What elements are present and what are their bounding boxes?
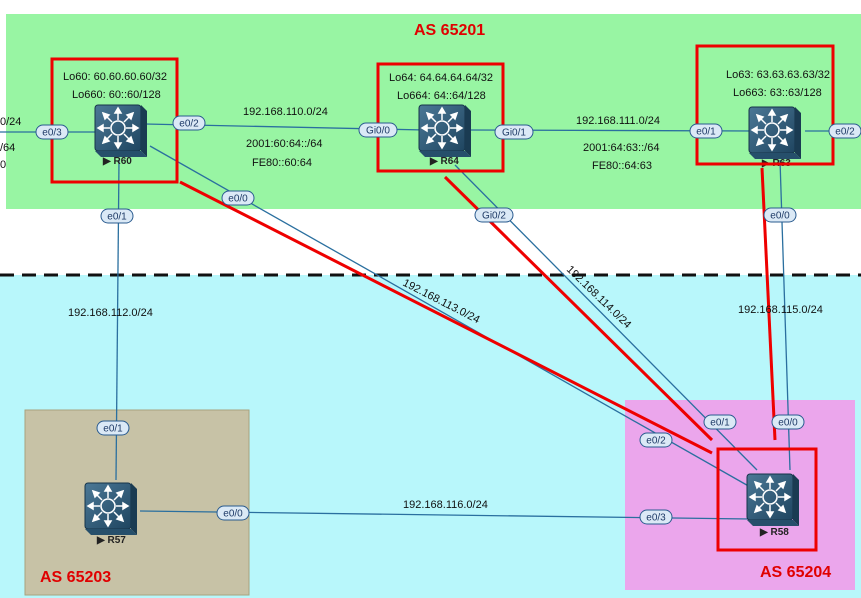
router-r57[interactable]: ▶ R57 bbox=[84, 482, 138, 546]
svg-text:e0/1: e0/1 bbox=[107, 212, 127, 223]
interface-label-r58-e03: e0/3 bbox=[639, 509, 673, 525]
subnet-192-168-111: 192.168.111.0/24 bbox=[576, 115, 660, 127]
interface-label-r63-e01: e0/1 bbox=[689, 123, 723, 139]
svg-text:e0/1: e0/1 bbox=[710, 418, 730, 429]
interface-label-r63-e00: e0/0 bbox=[763, 207, 797, 223]
router-r58-name: ▶ R58 bbox=[759, 527, 789, 538]
subnet-192-168-112: 192.168.112.0/24 bbox=[68, 307, 153, 319]
subnet-192-168-116: 192.168.116.0/24 bbox=[403, 499, 488, 511]
router-r58[interactable]: ▶ R58 bbox=[746, 473, 800, 538]
interface-label-r63-e02: e0/2 bbox=[828, 123, 861, 139]
svg-text:Gi0/0: Gi0/0 bbox=[366, 126, 390, 137]
svg-text:Gi0/1: Gi0/1 bbox=[502, 128, 526, 139]
svg-text:e0/2: e0/2 bbox=[835, 127, 855, 138]
router-r60[interactable]: ▶ R60 bbox=[94, 104, 148, 167]
r63-loopback-v4: Lo63: 63.63.63.63/32 bbox=[726, 69, 830, 81]
svg-text:e0/0: e0/0 bbox=[223, 509, 243, 520]
svg-text:e0/0: e0/0 bbox=[228, 194, 248, 205]
as65204-zone bbox=[625, 400, 855, 590]
svg-text:e0/2: e0/2 bbox=[179, 119, 199, 130]
interface-label-r64-gi01: Gi0/1 bbox=[494, 124, 534, 140]
interface-label-r60-e02: e0/2 bbox=[172, 115, 206, 131]
interface-label-r64-gi00: Gi0/0 bbox=[358, 122, 398, 138]
as65204-label: AS 65204 bbox=[760, 564, 831, 581]
subnet-192-168-110: 192.168.110.0/24 bbox=[243, 106, 328, 118]
as65203-label: AS 65203 bbox=[40, 569, 111, 586]
highlight-box-r63 bbox=[695, 44, 835, 166]
router-r64[interactable]: ▶ R64 bbox=[418, 104, 472, 167]
interface-label-r60-e03: e0/3 bbox=[35, 124, 69, 140]
subnet-ll-64-63: FE80::64:63 bbox=[592, 160, 652, 172]
interface-label-r58-e02: e0/2 bbox=[639, 432, 673, 448]
r64-loopback-v6: Lo664: 64::64/128 bbox=[397, 90, 486, 102]
subnet-left-a: 0/24 bbox=[0, 116, 21, 128]
interface-label-r64-gi02: Gi0/2 bbox=[474, 207, 514, 223]
interface-label-r60-e00: e0/0 bbox=[221, 190, 255, 206]
subnet-left-b: /64 bbox=[0, 142, 15, 154]
svg-text:e0/3: e0/3 bbox=[42, 128, 62, 139]
interface-label-r58-e00: e0/0 bbox=[771, 414, 805, 430]
svg-text:e0/1: e0/1 bbox=[696, 127, 716, 138]
interface-label-r60-e01: e0/1 bbox=[100, 208, 134, 224]
interface-label-r57-e01: e0/1 bbox=[96, 420, 130, 436]
router-r64-name: ▶ R64 bbox=[429, 156, 459, 167]
subnet-ll-60-64: FE80::60:64 bbox=[252, 157, 312, 169]
subnet-ipv6-60-64: 2001:60:64::/64 bbox=[246, 138, 322, 150]
r63-loopback-v6: Lo663: 63::63/128 bbox=[733, 87, 822, 99]
router-r57-name: ▶ R57 bbox=[96, 535, 126, 546]
highlight-box-r58 bbox=[716, 447, 818, 552]
svg-text:e0/0: e0/0 bbox=[770, 211, 790, 222]
router-r60-name: ▶ R60 bbox=[102, 156, 132, 167]
subnet-left-c: 0 bbox=[0, 159, 6, 171]
r60-loopback-v4: Lo60: 60.60.60.60/32 bbox=[63, 71, 167, 83]
svg-text:e0/3: e0/3 bbox=[646, 513, 666, 524]
interface-label-r58-e01: e0/1 bbox=[703, 414, 737, 430]
subnet-ipv6-64-63: 2001:64:63::/64 bbox=[583, 142, 659, 154]
svg-text:Gi0/2: Gi0/2 bbox=[482, 211, 506, 222]
subnet-192-168-115: 192.168.115.0/24 bbox=[738, 304, 823, 316]
svg-text:e0/2: e0/2 bbox=[646, 436, 666, 447]
highlight-box-r64 bbox=[376, 62, 505, 173]
highlight-r60-r58 bbox=[179, 180, 713, 455]
interface-label-r57-e00: e0/0 bbox=[216, 505, 250, 521]
r64-loopback-v4: Lo64: 64.64.64.64/32 bbox=[389, 72, 493, 84]
r60-loopback-v6: Lo660: 60::60/128 bbox=[72, 89, 161, 101]
as65201-label: AS 65201 bbox=[414, 22, 485, 39]
svg-text:e0/1: e0/1 bbox=[103, 424, 123, 435]
svg-text:e0/0: e0/0 bbox=[778, 418, 798, 429]
